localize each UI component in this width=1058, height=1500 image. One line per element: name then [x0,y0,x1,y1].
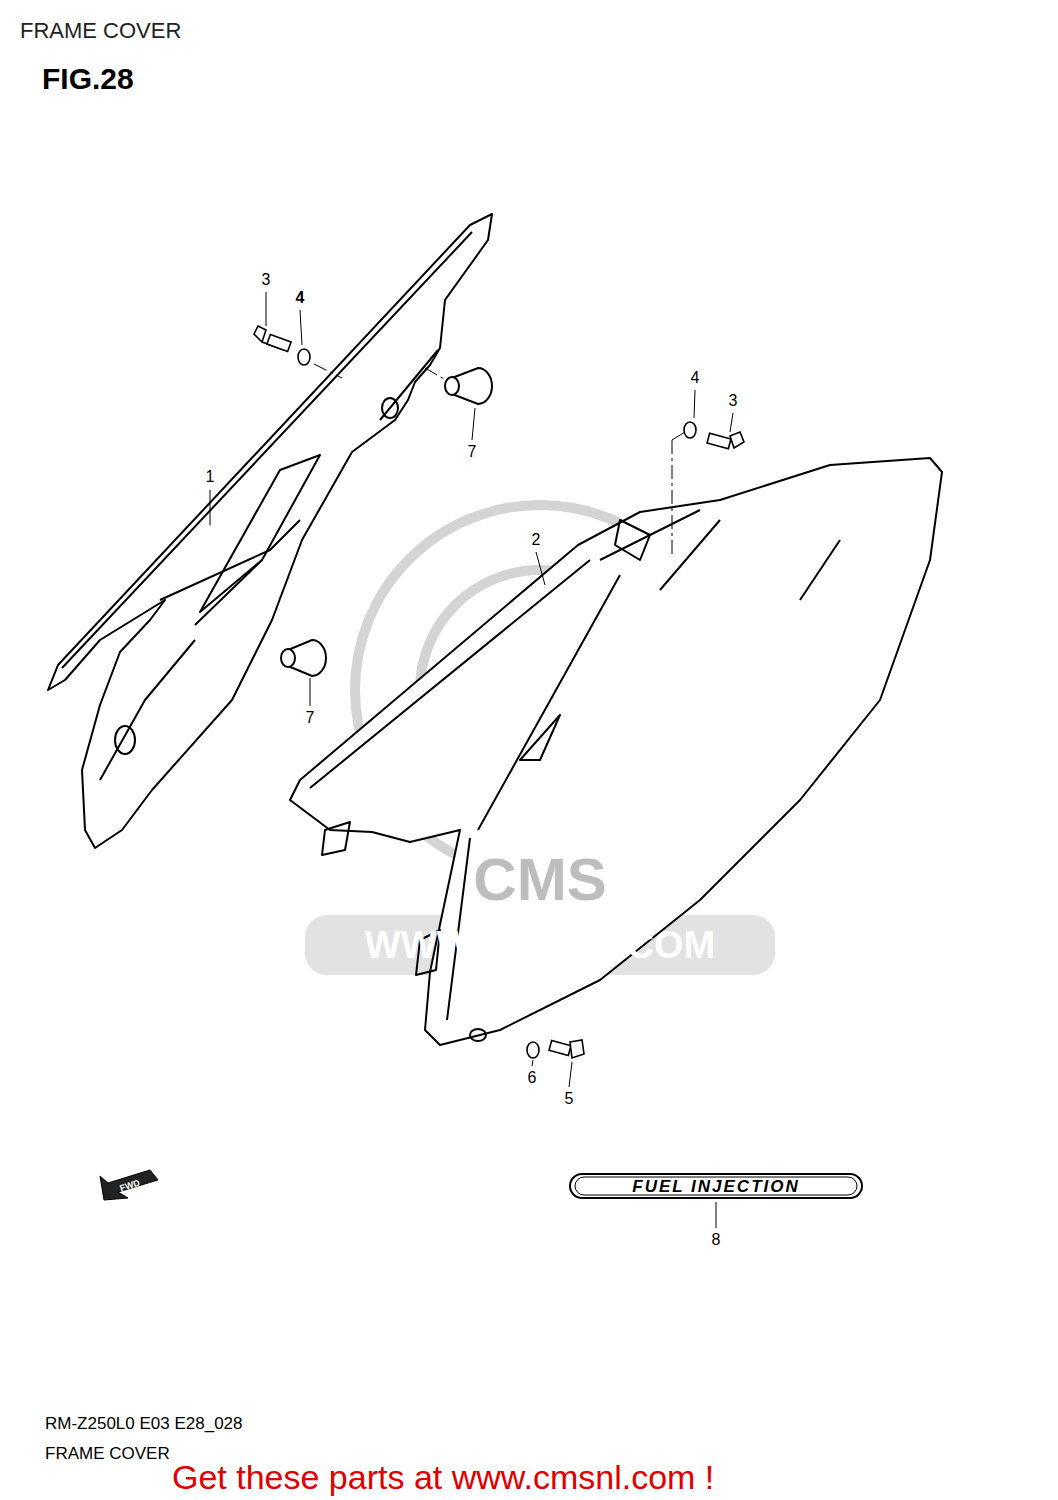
bolt-washer [254,326,744,1058]
forward-arrow [100,1170,158,1200]
callout-number: 1 [206,469,215,485]
page-heading: FRAME COVER [20,20,181,42]
callout-number: 2 [532,532,541,548]
watermark: CMS [473,850,606,910]
callout-number: 4 [296,290,305,306]
callout-number: 4 [691,370,700,386]
callout-number: 6 [528,1070,537,1086]
callout-number: 5 [565,1091,574,1107]
drawing-caption: FRAME COVER [45,1445,170,1462]
emblem-outline [570,1174,862,1198]
watermark: WWW.CMSNL.COM [365,926,715,964]
callout-number: 3 [729,393,738,409]
rubber-bushing [281,368,492,676]
callout-number: 7 [468,444,477,460]
emblem-text: FUEL INJECTION [632,1178,799,1195]
callout-number: 3 [262,272,271,288]
figure-number: FIG.28 [42,64,134,94]
callout-number: 8 [712,1232,721,1248]
side-cover-part [290,458,942,1045]
drawing-code: RM-Z250L0 E03 E28_028 [45,1415,243,1432]
leader-line [210,292,733,1228]
web-notice: Get these parts at www.cmsnl.com ! [172,1460,714,1494]
callout-number: 7 [306,710,315,726]
